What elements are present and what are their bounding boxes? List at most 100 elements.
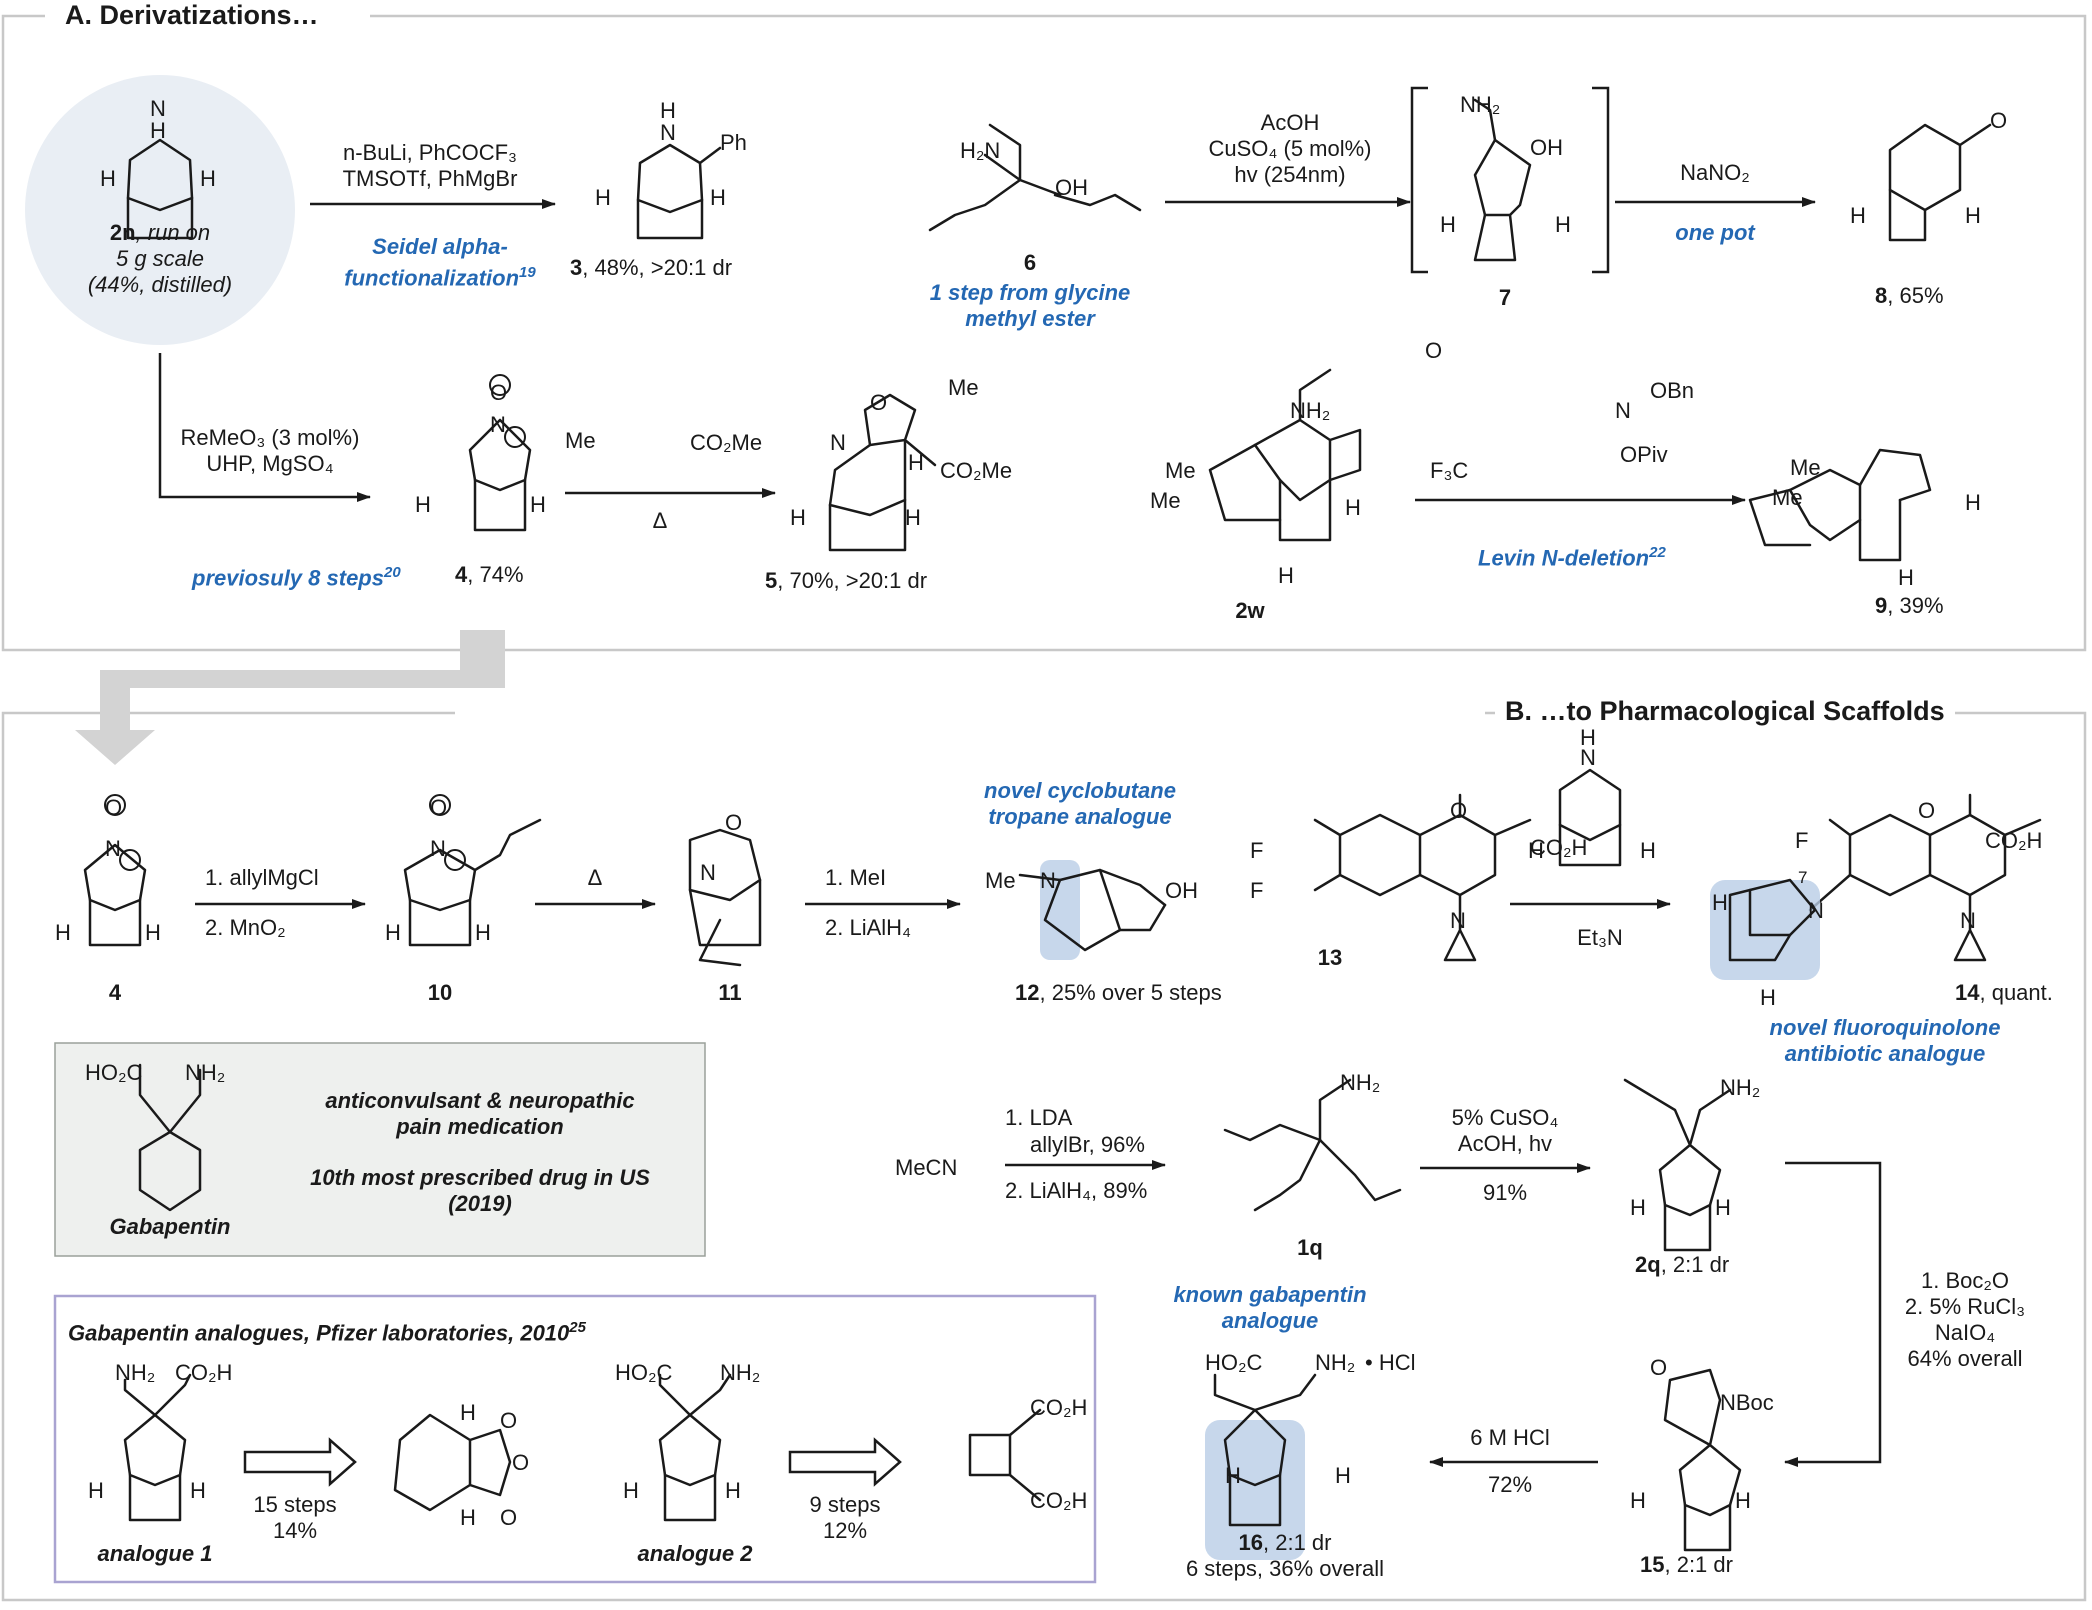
svg-text:Me: Me	[1772, 485, 1803, 510]
product-5-label: 5, 70%, >20:1 dr	[765, 568, 928, 593]
rxn-b8-yield: 72%	[1487, 1472, 1533, 1497]
rxn3-conditions: NaNO₂	[1680, 160, 1750, 185]
svg-text:O: O	[725, 810, 742, 835]
svg-text:HO₂C: HO₂C	[85, 1060, 143, 1085]
svg-text:F₃C: F₃C	[1430, 458, 1468, 483]
svg-text:H: H	[190, 1478, 206, 1503]
svg-text:N: N	[830, 430, 846, 455]
svg-text:OH: OH	[1530, 135, 1563, 160]
svg-text:H: H	[88, 1478, 104, 1503]
product-10-label: 10	[427, 980, 453, 1005]
rxn6-note: Levin N-deletion22	[1478, 544, 1666, 571]
svg-text:O: O	[1990, 108, 2007, 133]
product-15-label: 15, 2:1 dr	[1640, 1552, 1733, 1577]
rxn-b3-cond1: 1. MeI	[825, 865, 887, 890]
product-11-label: 11	[718, 980, 742, 1005]
svg-text:N: N	[700, 860, 716, 885]
svg-text:Ph: Ph	[720, 130, 747, 155]
charge-markers	[104, 374, 526, 871]
svg-text:H: H	[385, 920, 401, 945]
svg-text:H: H	[460, 1400, 476, 1425]
svg-text:NH₂: NH₂	[1340, 1070, 1380, 1095]
svg-text:H: H	[1760, 985, 1776, 1010]
svg-text:NH₂: NH₂	[1720, 1075, 1760, 1100]
svg-text:H: H	[1630, 1195, 1646, 1220]
svg-text:CO₂H: CO₂H	[1985, 828, 2042, 853]
start-material-label: 2n, run on 5 g scale (44%, distilled)	[87, 220, 233, 297]
svg-text:CO₂H: CO₂H	[175, 1360, 232, 1385]
svg-text:Me: Me	[985, 868, 1016, 893]
intermediate-7-label: 7	[1498, 285, 1512, 310]
svg-text:H₂N: H₂N	[960, 138, 1000, 163]
svg-text:H: H	[1278, 563, 1294, 588]
svg-text:N: N	[660, 120, 676, 145]
svg-text:H: H	[1440, 212, 1456, 237]
rxn-b1-cond2: 2. MnO₂	[205, 915, 286, 940]
svg-text:Me: Me	[948, 375, 979, 400]
connector-arrow	[75, 630, 505, 765]
svg-text:N: N	[1450, 908, 1466, 933]
svg-text:H: H	[1712, 890, 1728, 915]
svg-text:H: H	[460, 1505, 476, 1530]
svg-text:H: H	[1965, 203, 1981, 228]
panel-b-frame	[1, 711, 2087, 1602]
rxn-b4-cond: Et₃N	[1577, 925, 1623, 950]
svg-text:H: H	[1640, 838, 1656, 863]
svg-text:H: H	[1335, 1463, 1351, 1488]
svg-text:Me: Me	[565, 428, 596, 453]
svg-text:H: H	[623, 1478, 639, 1503]
start-mecn-label: MeCN	[895, 1155, 958, 1180]
panel-a-header: A. Derivatizations…	[55, 2, 329, 29]
svg-text:NH₂: NH₂	[1460, 92, 1500, 117]
intermediate-brackets	[1410, 86, 1610, 274]
svg-text:O: O	[1425, 338, 1442, 363]
start-4b-label: 4	[108, 980, 122, 1005]
svg-text:H: H	[150, 118, 166, 143]
svg-text:N: N	[150, 96, 166, 121]
svg-text:NBoc: NBoc	[1720, 1390, 1774, 1415]
position-7-label: 7	[1798, 868, 1808, 887]
svg-text:OH: OH	[1165, 878, 1198, 903]
gabapentin-box	[54, 1042, 706, 1257]
svg-text:H: H	[200, 166, 216, 191]
svg-text:NH₂: NH₂	[1315, 1350, 1355, 1375]
svg-text:O: O	[500, 1408, 517, 1433]
rxn4-note: previosuly 8 steps20	[192, 564, 401, 591]
svg-text:H: H	[790, 505, 806, 530]
svg-text:CO₂H: CO₂H	[1530, 835, 1587, 860]
svg-text:N: N	[1580, 745, 1596, 770]
svg-text:H: H	[725, 1478, 741, 1503]
svg-text:H: H	[1528, 838, 1544, 863]
hcl-salt-label: • HCl	[1365, 1350, 1416, 1375]
svg-text:OH: OH	[1055, 175, 1088, 200]
svg-text:H: H	[1898, 565, 1914, 590]
svg-text:H: H	[475, 920, 491, 945]
svg-text:NH₂: NH₂	[1290, 398, 1330, 423]
svg-text:O: O	[500, 1505, 517, 1530]
svg-text:O: O	[1450, 798, 1467, 823]
rxn-b5-cond1: 1. LDA	[1005, 1105, 1073, 1130]
svg-text:F: F	[1795, 828, 1808, 853]
svg-text:N: N	[430, 836, 446, 861]
product-3-label: 3, 48%, >20:1 dr	[570, 255, 733, 280]
product-9-label: 9, 39%	[1875, 593, 1944, 618]
svg-text:O: O	[490, 380, 507, 405]
svg-text:H: H	[905, 505, 921, 530]
svg-text:H: H	[1735, 1488, 1751, 1513]
svg-text:CO₂Me: CO₂Me	[940, 458, 1012, 483]
svg-text:H: H	[530, 492, 546, 517]
product-12-label: 12, 25% over 5 steps	[1015, 980, 1222, 1005]
svg-text:N: N	[490, 412, 506, 437]
reaction-arrows	[158, 197, 1882, 1467]
